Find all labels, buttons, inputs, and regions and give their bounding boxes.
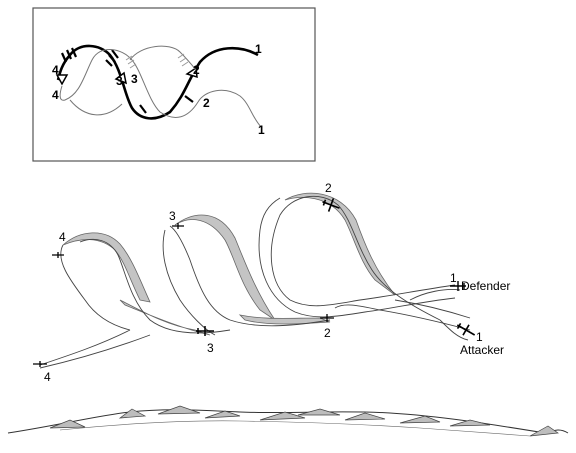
label-4-defender: 4 bbox=[59, 230, 66, 244]
inset-label-1-defender: 1 bbox=[255, 42, 262, 56]
inset-attacker-path bbox=[59, 49, 263, 129]
label-2-defender: 2 bbox=[325, 181, 332, 195]
label-1-defender: 1 bbox=[450, 271, 457, 285]
inset-defender-ticks bbox=[60, 47, 194, 114]
inset-label-2-attacker: 2 bbox=[203, 96, 210, 110]
inset-attacker-loop-top bbox=[129, 45, 197, 71]
ribbon-view: 1 1 2 2 3 3 4 4 Defender Attacker bbox=[33, 181, 510, 384]
ribbon-outlines bbox=[39, 195, 471, 369]
ground-terrain bbox=[7, 405, 569, 437]
inset-arrow-4 bbox=[55, 74, 69, 86]
attacker-label: Attacker bbox=[460, 343, 504, 357]
label-1-attacker: 1 bbox=[476, 330, 483, 344]
label-3-attacker: 3 bbox=[207, 341, 214, 355]
inset-arrow-2 bbox=[185, 66, 198, 79]
aircraft-defender-4-icon bbox=[52, 252, 64, 258]
defender-label: Defender bbox=[461, 279, 510, 293]
aircraft-defender-2-icon bbox=[322, 198, 340, 212]
label-4-attacker: 4 bbox=[44, 370, 51, 384]
inset-arrow-3 bbox=[114, 71, 128, 85]
inset-attacker-ticks bbox=[125, 53, 189, 69]
mountain-ridges bbox=[49, 405, 559, 437]
inset-label-3-attacker: 3 bbox=[131, 72, 138, 86]
label-3-defender: 3 bbox=[169, 209, 176, 223]
inset-frame bbox=[32, 7, 316, 162]
inset-label-1-attacker: 1 bbox=[258, 123, 265, 137]
aircraft-defender-1-icon bbox=[450, 281, 466, 291]
inset-attacker-loop-bottom bbox=[69, 99, 123, 116]
label-2-attacker: 2 bbox=[324, 326, 331, 340]
aircraft-defender-3-icon bbox=[172, 223, 184, 229]
aircraft-icons bbox=[33, 198, 476, 367]
inset-label-4-attacker: 4 bbox=[52, 88, 59, 102]
aircraft-attacker-1-icon bbox=[456, 323, 476, 336]
inset-label-2-defender: 2 bbox=[193, 63, 200, 77]
aircraft-attacker-3-icon bbox=[196, 326, 214, 336]
inset-label-4-defender: 4 bbox=[52, 63, 59, 77]
inset-label-3-defender: 3 bbox=[116, 74, 123, 88]
aircraft-attacker-4-icon bbox=[33, 361, 47, 367]
aircraft-attacker-2-icon bbox=[320, 314, 334, 322]
inset-plan-view: 1 1 2 2 3 3 4 4 bbox=[32, 7, 316, 162]
ground-inner-contour bbox=[59, 420, 531, 437]
